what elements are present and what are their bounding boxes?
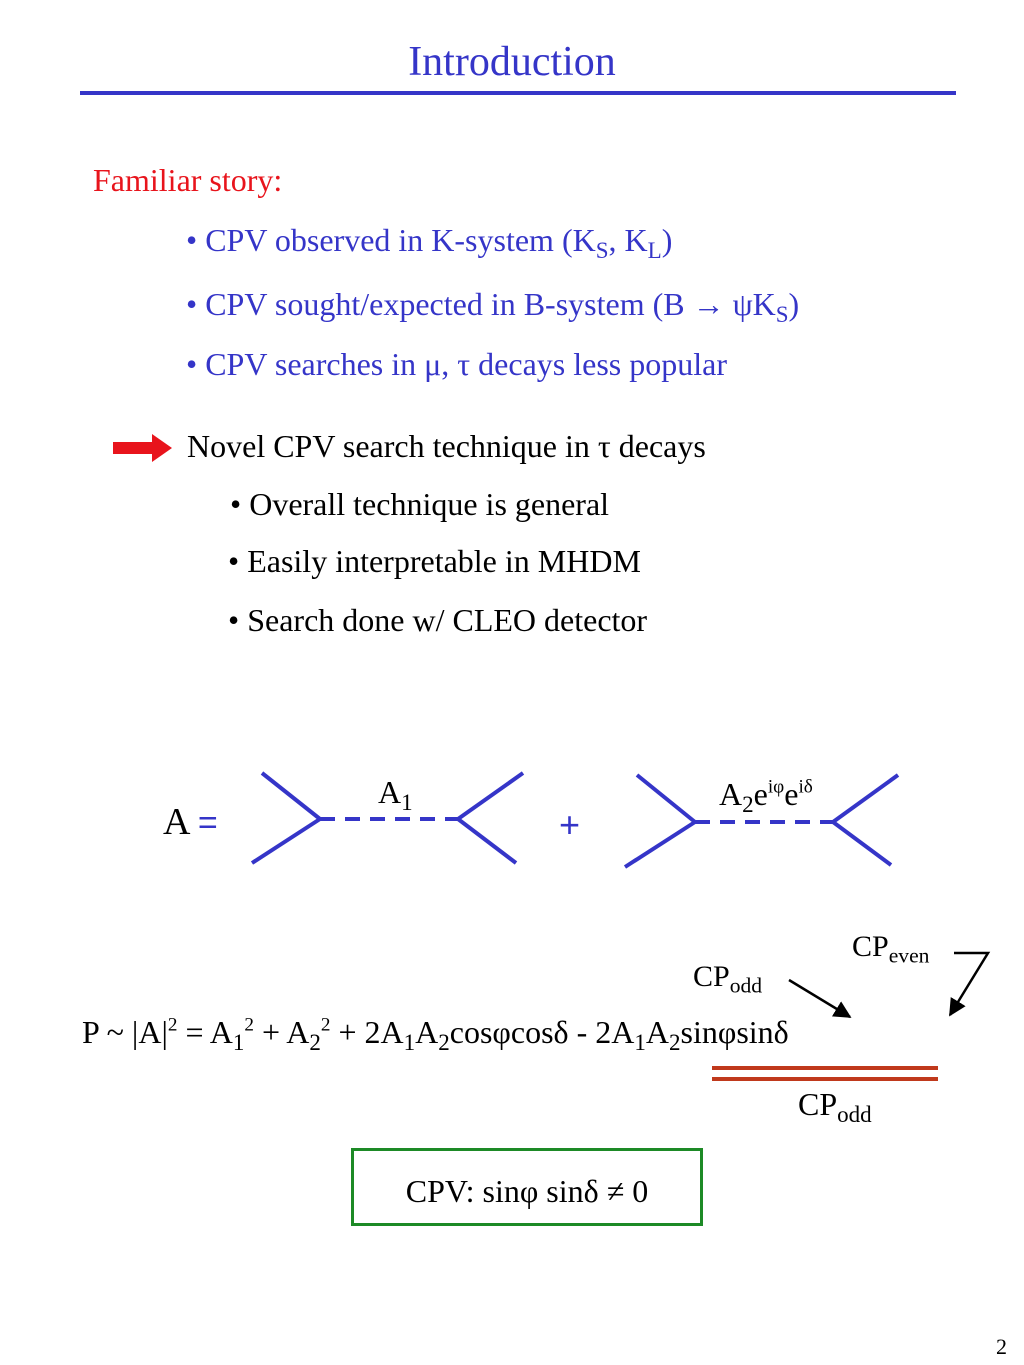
page-title: Introduction [408,39,616,85]
cp-arrows [788,951,991,1019]
bullet-b-system: • CPV sought/expected in B-system (B → ψ… [186,286,800,327]
cp-odd-label-top: CPodd [693,960,763,998]
cp-odd-underline-2 [712,1077,938,1081]
amplitude-lhs: A = [163,801,218,843]
cp-odd-label-bottom: CPodd [798,1086,872,1127]
plus-sign: + [559,804,581,845]
page-number: 2 [996,1334,1007,1359]
familiar-heading: Familiar story: [93,162,283,198]
right-arrow-icon [113,434,172,462]
conclusion-box: CPV: sinφ sinδ ≠ 0 [351,1148,703,1226]
cp-odd-underline-1 [712,1066,938,1070]
novel-technique: Novel CPV search technique in τ decays [187,428,706,464]
bullet-mu-tau: • CPV searches in μ, τ decays less popul… [186,346,727,382]
feynman-diagram-2 [623,773,900,869]
cp-even-label: CPeven [852,930,930,968]
conclusion-text: CPV: sinφ sinδ ≠ 0 [405,1173,649,1209]
novel-bullet-general: • Overall technique is general [230,486,610,522]
feynman-diagram-1 [250,771,525,865]
probability-equation: P ~ |A|2 = A12 + A22 + 2A1A2cosφcosδ - 2… [82,1014,789,1055]
amplitude-a2-label: A2eiφeiδ [719,776,813,817]
title-underline [80,91,956,95]
bullet-k-system: • CPV observed in K-system (KS, KL) [186,222,673,263]
novel-bullet-cleo: • Search done w/ CLEO detector [228,602,648,638]
novel-bullet-mhdm: • Easily interpretable in MHDM [228,543,641,579]
amplitude-a1-label: A1 [378,774,413,815]
